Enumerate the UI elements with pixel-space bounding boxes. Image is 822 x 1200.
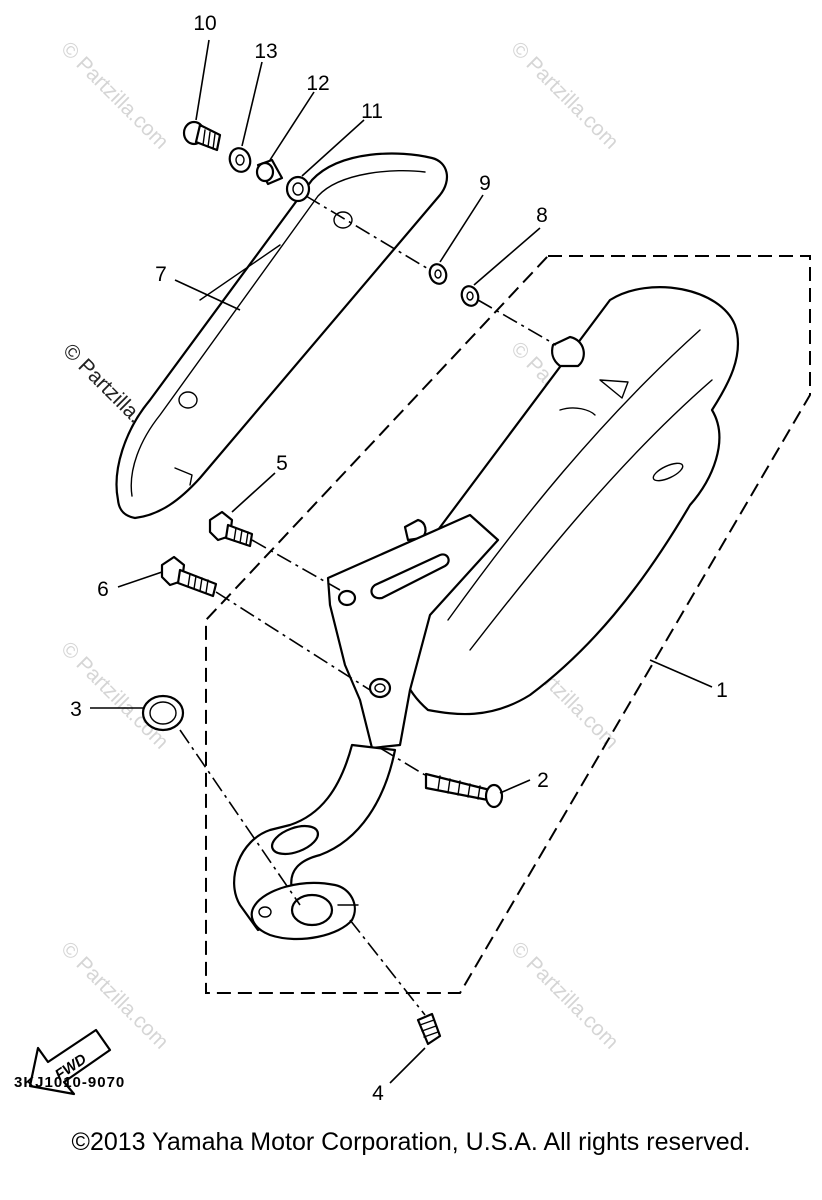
bracket-hole [337, 589, 357, 607]
bolt-thread [202, 129, 216, 150]
heat-shield-hole [333, 211, 353, 229]
assembly-lines [179, 195, 557, 1016]
grommet-hole [292, 182, 304, 196]
leader-line [241, 61, 263, 147]
heat-shield-rib [130, 169, 426, 497]
assembly-line [215, 591, 371, 691]
leader-line [195, 39, 210, 121]
leader-line [301, 119, 365, 177]
watermark-text: © Partzilla.com [56, 37, 172, 153]
callout-2: 2 [537, 769, 549, 792]
bolt-shank [224, 523, 254, 548]
grommet [285, 175, 311, 203]
bracket-slot [370, 553, 450, 600]
watermark-text: © Partzilla.com [506, 937, 622, 1053]
leader-line [499, 779, 531, 794]
callout-12: 12 [306, 72, 329, 95]
washer [228, 147, 252, 173]
heat-shield-tab [174, 467, 193, 486]
callout-1: 1 [716, 679, 728, 702]
callout-13: 13 [254, 40, 277, 63]
gasket-part-3 [141, 694, 185, 732]
collar-end [255, 161, 275, 183]
muffler-assembly-outline [205, 255, 811, 994]
watermark-text: © Partzilla.com [56, 937, 172, 1053]
washer [428, 263, 448, 285]
heat-shield-body [115, 152, 449, 520]
bolt-part-10 [182, 120, 222, 152]
fwd-arrow-shape [28, 1028, 112, 1096]
leader-line [473, 227, 541, 286]
leader-line [389, 1047, 426, 1084]
muffler-seam [447, 329, 701, 621]
leader-line [174, 279, 241, 311]
heat-shield-rib [199, 244, 281, 301]
stud-part-4 [416, 1012, 442, 1046]
flange-stud-hole [258, 906, 272, 918]
gasket-hole [149, 701, 177, 725]
washer-part-8 [460, 285, 480, 307]
assembly-line [251, 539, 341, 591]
muffler-body [400, 286, 740, 716]
leader-line [439, 194, 484, 263]
callout-10: 10 [193, 12, 216, 35]
washer-hole [235, 154, 245, 166]
flange-port [290, 893, 334, 927]
bracket-hole [368, 677, 392, 699]
leader-lines [90, 39, 713, 1084]
gasket [141, 694, 185, 732]
muffler-assembly [233, 286, 740, 941]
heat-shield-hole [178, 391, 198, 409]
bolt-part-5 [208, 510, 254, 548]
fwd-arrow: FWD [28, 1028, 112, 1096]
pipe-joint [270, 824, 320, 856]
muffler-shading [599, 379, 629, 399]
bracket-hole [374, 683, 386, 693]
collar-part-12 [255, 158, 284, 186]
assembly-line [349, 919, 426, 1016]
leader-line [117, 571, 163, 588]
washer [460, 285, 480, 307]
screw-part-2 [424, 772, 504, 809]
leader-line [649, 659, 713, 688]
assembly-line [477, 299, 557, 346]
callout-labels: 10 13 12 11 9 8 7 5 6 3 2 1 4 [70, 12, 728, 1105]
bolt-thread [233, 527, 249, 546]
assembly-line [379, 747, 426, 776]
muffler-vent [652, 462, 684, 482]
washer-hole [434, 269, 442, 279]
assembly-line [305, 195, 431, 271]
callout-6: 6 [97, 578, 109, 601]
stud-thread [419, 1019, 439, 1038]
bolt-thread [187, 573, 209, 594]
callout-9: 9 [479, 172, 491, 195]
grommet-part-11 [285, 175, 311, 203]
leader-line [269, 91, 315, 161]
bolt-part-6 [160, 555, 218, 598]
diagram-part-code: 3KJ1010-9070 [14, 1074, 126, 1091]
watermark-text: © Partzilla.com [56, 637, 172, 753]
screw-thread [437, 775, 481, 800]
washer-hole [466, 291, 474, 301]
mounting-boss [551, 335, 585, 368]
callout-8: 8 [536, 204, 548, 227]
watermark-text: © Partzilla.com [506, 37, 622, 153]
assembly-line [179, 729, 301, 906]
callout-4: 4 [372, 1082, 384, 1105]
callout-3: 3 [70, 698, 82, 721]
washer-part-9 [428, 263, 448, 285]
bolt-shank [176, 568, 218, 598]
callout-11: 11 [361, 100, 383, 123]
heat-shield [115, 152, 449, 520]
copyright-notice: ©2013 Yamaha Motor Corporation, U.S.A. A… [71, 1128, 751, 1156]
muffler-seam [469, 379, 713, 651]
muffler-shading [559, 407, 596, 416]
callout-7: 7 [155, 263, 167, 286]
leader-line [231, 472, 276, 513]
washer-part-13 [228, 147, 252, 173]
screw-head [484, 783, 504, 809]
callout-5: 5 [276, 452, 288, 475]
